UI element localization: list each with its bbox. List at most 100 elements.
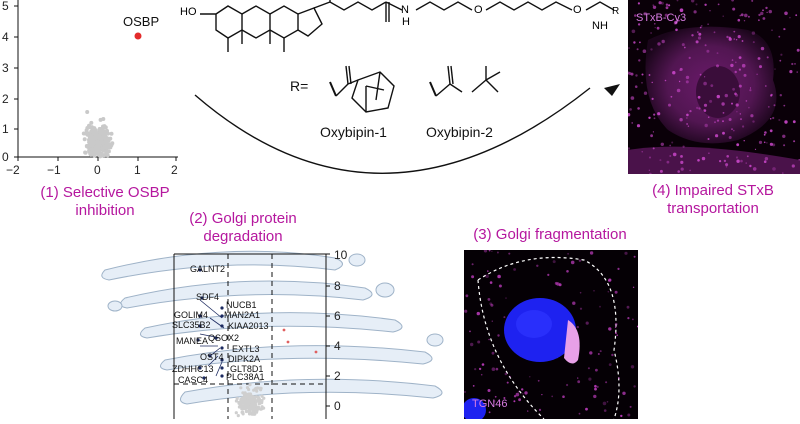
speckle xyxy=(648,74,651,76)
speckle xyxy=(745,100,748,102)
gene-point xyxy=(220,366,224,370)
speckle xyxy=(659,159,662,162)
osbp-highlight-point xyxy=(134,32,142,40)
gene-point xyxy=(198,366,202,370)
volcano-point xyxy=(89,125,94,130)
speckle xyxy=(469,330,471,333)
speckle xyxy=(650,48,653,51)
atom-h: H xyxy=(402,16,410,28)
speckle xyxy=(594,387,597,391)
x-tick-neg2: −2 xyxy=(6,163,20,177)
speckle xyxy=(617,267,620,270)
osbp-label: OSBP xyxy=(123,14,160,29)
volcano-point xyxy=(95,139,100,144)
speckle xyxy=(772,167,776,171)
speckle xyxy=(765,6,768,10)
speckle xyxy=(764,157,769,161)
speckle xyxy=(715,134,719,138)
speckle xyxy=(728,36,731,39)
speckle xyxy=(737,18,741,22)
speckle xyxy=(730,63,734,68)
speckle xyxy=(668,4,671,7)
speckle xyxy=(708,152,710,154)
gene-point xyxy=(198,268,202,272)
speckle xyxy=(651,97,654,100)
speckle xyxy=(503,316,506,319)
speckle xyxy=(478,367,482,371)
speckle xyxy=(653,117,656,120)
speckle xyxy=(634,14,637,17)
golgi-svg xyxy=(101,250,444,405)
speckle xyxy=(726,155,729,158)
speckle xyxy=(472,385,475,387)
speckle xyxy=(629,108,632,111)
p2-y-tick-6: 6 xyxy=(334,309,341,323)
golgi-stack-illustration xyxy=(95,240,455,419)
gene-label: KIAA2013 xyxy=(228,321,269,331)
speckle xyxy=(665,6,669,10)
speckle xyxy=(749,89,752,92)
speckle xyxy=(782,134,786,138)
speckle xyxy=(762,17,766,20)
speckle xyxy=(709,99,713,103)
speckle xyxy=(521,388,524,391)
speckle xyxy=(668,103,671,107)
gene-label: NUCB1 xyxy=(226,300,257,310)
speckle xyxy=(614,322,618,326)
speckle xyxy=(769,118,772,120)
speckle xyxy=(669,144,672,147)
speckle xyxy=(579,307,583,310)
speckle xyxy=(655,17,658,19)
speckle xyxy=(691,34,694,37)
volcano-point xyxy=(102,153,107,158)
speckle xyxy=(611,353,614,357)
speckle xyxy=(791,164,795,168)
speckle xyxy=(589,251,594,255)
speckle xyxy=(465,294,469,298)
speckle xyxy=(614,326,617,328)
speckle xyxy=(631,122,633,124)
speckle xyxy=(679,67,683,71)
speckle xyxy=(597,353,600,355)
speckle xyxy=(637,23,641,26)
r-equals-label: R= xyxy=(290,78,309,94)
speckle xyxy=(670,95,673,98)
speckle xyxy=(464,391,466,393)
speckle xyxy=(513,268,516,271)
speckle xyxy=(764,131,767,134)
volcano-point xyxy=(97,126,102,131)
panel-3-micrograph: TGN46 xyxy=(464,250,638,419)
speckle xyxy=(681,43,685,47)
volcano-point xyxy=(258,400,262,404)
speckle xyxy=(744,13,748,18)
speckle xyxy=(779,59,782,62)
speckle xyxy=(792,120,796,124)
speckle xyxy=(551,395,554,398)
speckle xyxy=(759,65,762,69)
speckle xyxy=(746,155,749,158)
speckle xyxy=(578,259,582,262)
volcano-point xyxy=(98,117,103,122)
volcano-point xyxy=(255,389,259,393)
volcano-point xyxy=(241,396,245,400)
gene-point xyxy=(220,346,224,350)
speckle xyxy=(680,155,683,158)
speckle xyxy=(724,93,728,98)
speckle xyxy=(636,124,641,128)
speckle xyxy=(682,145,685,148)
gene-label: QSOX2 xyxy=(208,333,240,343)
speckle xyxy=(766,56,769,59)
speckle xyxy=(672,71,676,75)
speckle xyxy=(680,167,684,171)
panel-3-caption: (3) Golgi fragmentation xyxy=(473,226,627,243)
speckle xyxy=(734,70,737,74)
speckle xyxy=(505,297,507,299)
p2-y-tick-10: 10 xyxy=(334,248,348,262)
speckle xyxy=(491,320,493,322)
gene-label: ZDHHC13 xyxy=(172,364,214,374)
y-tick-2: 2 xyxy=(2,92,9,106)
speckle xyxy=(677,170,680,173)
volcano-point xyxy=(237,401,241,405)
speckle xyxy=(631,29,636,34)
speckle xyxy=(517,390,520,393)
